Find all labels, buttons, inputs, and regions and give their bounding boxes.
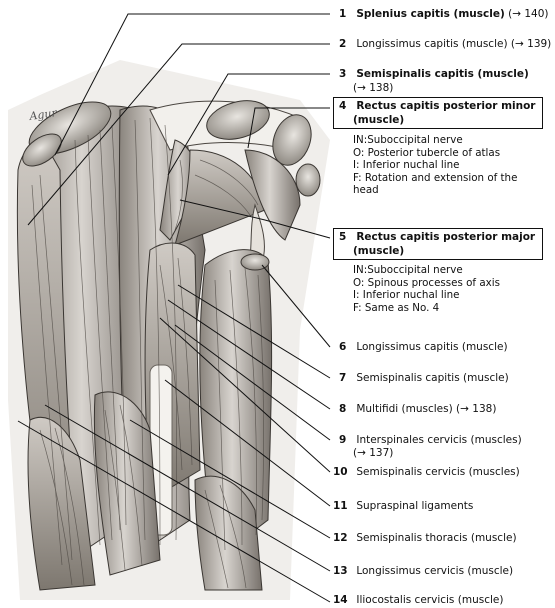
- detail-origin: O: Spinous processes of axis: [353, 277, 500, 290]
- label-number: 1: [339, 8, 353, 21]
- label-1: 1 Splenius capitis (muscle) (→ 140): [339, 8, 548, 21]
- label-2: 2 Longissimus capitis (muscle) (→ 139): [339, 38, 551, 51]
- label-number: 8: [339, 403, 353, 416]
- label-name: Semispinalis thoracis (muscle): [356, 532, 516, 544]
- label-3-ref: (→ 138): [353, 82, 393, 94]
- label-number: 5: [339, 231, 353, 244]
- label-name: Longissimus cervicis (muscle): [356, 565, 513, 577]
- label-name: Supraspinal ligaments: [356, 500, 473, 512]
- label-12: 12 Semispinalis thoracis (muscle): [333, 532, 517, 545]
- label-number: 13: [333, 565, 353, 578]
- label-name: Longissimus capitis (muscle): [356, 341, 507, 353]
- label-number: 3: [339, 68, 353, 81]
- label-3: 3 Semispinalis capitis (muscle): [339, 68, 529, 81]
- detail-innervation: IN:Suboccipital nerve: [353, 264, 500, 277]
- label-4-details: IN:Suboccipital nerve O: Posterior tuber…: [353, 134, 517, 197]
- label-number: 12: [333, 532, 353, 545]
- label-number: 4: [339, 100, 353, 113]
- detail-function: F: Same as No. 4: [353, 302, 500, 315]
- label-4: 4 Rectus capitis posterior minor: [339, 100, 535, 113]
- label-5-name-cont: (muscle): [353, 245, 404, 257]
- label-ref: (→ 139): [508, 38, 552, 50]
- detail-function-cont: head: [353, 184, 517, 197]
- label-number: 14: [333, 594, 353, 607]
- label-ref: (→ 140): [505, 8, 549, 20]
- label-4-name-cont: (muscle): [353, 114, 404, 126]
- label-6: 6 Longissimus capitis (muscle): [339, 341, 508, 354]
- label-number: 10: [333, 466, 353, 479]
- detail-origin: O: Posterior tubercle of atlas: [353, 147, 517, 160]
- label-number: 7: [339, 372, 353, 385]
- label-name: Semispinalis capitis (muscle): [356, 372, 508, 384]
- label-13: 13 Longissimus cervicis (muscle): [333, 565, 513, 578]
- label-number: 2: [339, 38, 353, 51]
- cut-muscle-end: [296, 164, 320, 196]
- label-14: 14 Iliocostalis cervicis (muscle): [333, 594, 503, 607]
- label-7: 7 Semispinalis capitis (muscle): [339, 372, 509, 385]
- detail-function: F: Rotation and extension of the: [353, 172, 517, 185]
- label-number: 11: [333, 500, 353, 513]
- label-name: Rectus capitis posterior minor: [356, 100, 535, 112]
- label-5-details: IN:Suboccipital nerve O: Spinous process…: [353, 264, 500, 314]
- label-name: Interspinales cervicis (muscles): [356, 434, 521, 446]
- label-9-ref: (→ 137): [353, 447, 393, 459]
- label-name: Semispinalis cervicis (muscles): [356, 466, 519, 478]
- label-name: Splenius capitis (muscle): [356, 8, 504, 20]
- label-11: 11 Supraspinal ligaments: [333, 500, 473, 513]
- detail-insertion: I: Inferior nuchal line: [353, 289, 500, 302]
- detail-innervation: IN:Suboccipital nerve: [353, 134, 517, 147]
- label-10: 10 Semispinalis cervicis (muscles): [333, 466, 520, 479]
- label-8: 8 Multifidi (muscles) (→ 138): [339, 403, 496, 416]
- label-name: Iliocostalis cervicis (muscle): [356, 594, 503, 606]
- label-9: 9 Interspinales cervicis (muscles): [339, 434, 522, 447]
- label-number: 6: [339, 341, 353, 354]
- label-name: Multifidi (muscles): [356, 403, 452, 415]
- label-number: 9: [339, 434, 353, 447]
- detail-insertion: I: Inferior nuchal line: [353, 159, 517, 172]
- label-5: 5 Rectus capitis posterior major: [339, 231, 535, 244]
- label-name: Longissimus capitis (muscle): [356, 38, 507, 50]
- label-name: Rectus capitis posterior major: [356, 231, 535, 243]
- label-name: Semispinalis capitis (muscle): [356, 68, 528, 80]
- label-ref: (→ 138): [453, 403, 497, 415]
